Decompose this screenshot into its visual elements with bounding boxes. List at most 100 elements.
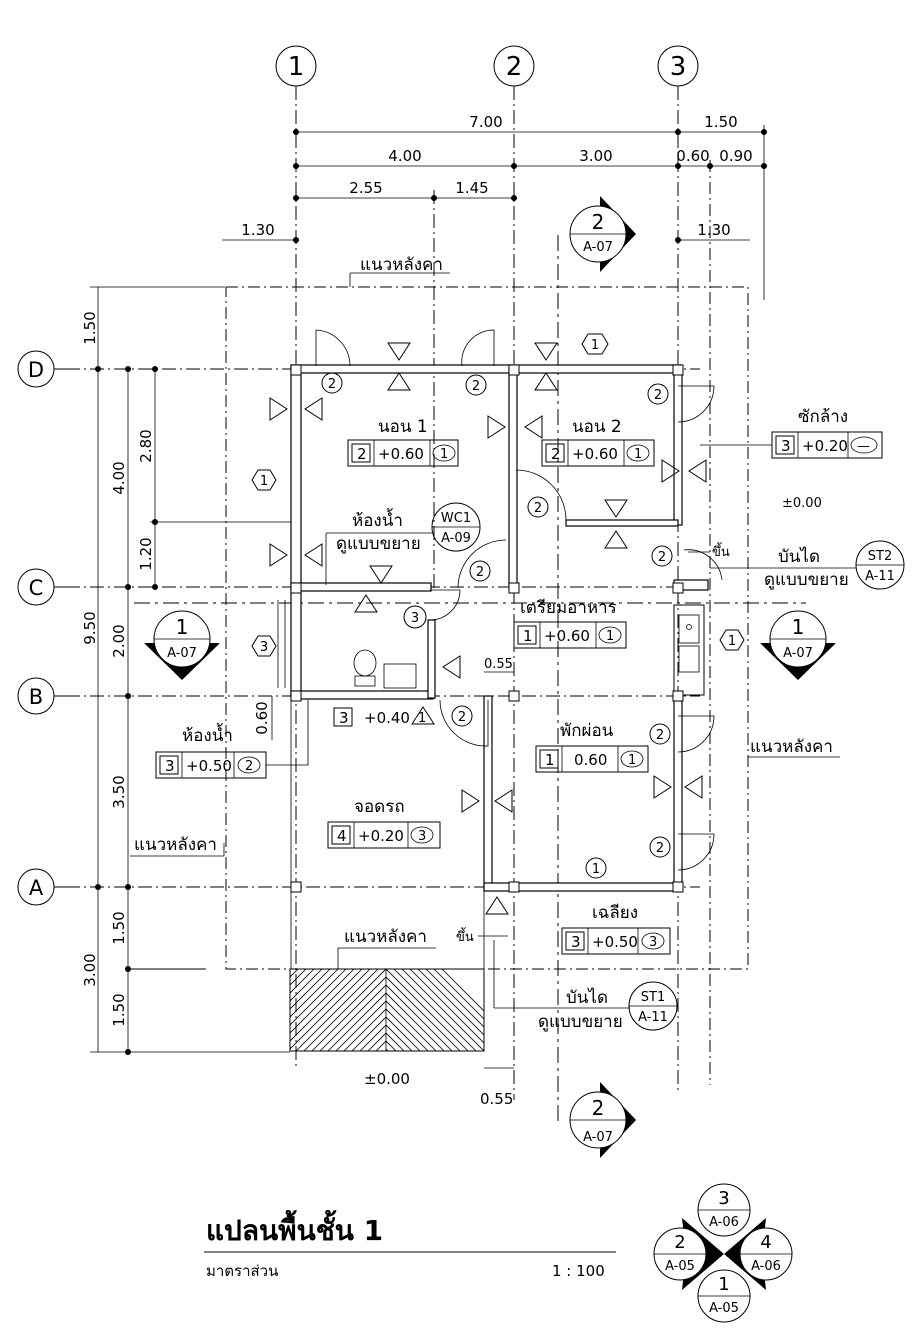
dim-side-3-00: 3.00 (81, 953, 99, 986)
grid-row-bubbles: D C B A (17, 350, 66, 906)
dim-top-total: 7.00 (469, 113, 502, 131)
scale-label: มาตราส่วน (206, 1262, 278, 1280)
dim-side-9-50: 9.50 (81, 611, 99, 644)
dim-side-4-00: 4.00 (110, 461, 128, 494)
door-swings (277, 329, 723, 871)
dim-side-3-50: 3.50 (110, 775, 128, 808)
dim-top-e: 2.55 (349, 179, 382, 197)
tag-kitchen-b: +0.60 (544, 627, 590, 645)
key-right-number: 4 (760, 1232, 771, 1253)
svg-text:1: 1 (592, 862, 600, 877)
key-left-number: 2 (674, 1232, 685, 1253)
roof-line-label-top: แนวหลังคา (360, 255, 443, 275)
room-bedroom-1-label: นอน 1 (378, 417, 428, 437)
dim-step-0-55-top: 0.55 (484, 657, 513, 672)
key-top-number: 3 (718, 1188, 729, 1209)
svg-text:1: 1 (728, 634, 736, 649)
grid-col-2: 2 (506, 52, 523, 82)
dim-left-overhang: 1.30 (241, 221, 274, 239)
dim-side-0-60: 0.60 (253, 701, 271, 734)
stair-top-detail: ดูแบบขยาย (764, 570, 849, 590)
svg-text:2: 2 (328, 377, 336, 392)
roof-eave-outline (128, 286, 749, 970)
room-bathroom-1-detail: ดูแบบขยาย (336, 534, 421, 554)
room-terrace-label: เฉลียง (592, 903, 638, 923)
tag-kitchen-c: 1 (606, 629, 614, 644)
dim-side-2-80: 2.80 (137, 429, 155, 462)
svg-text:3: 3 (260, 640, 268, 655)
tag-carport-c: 3 (418, 829, 426, 844)
room-carport-label: จอดรถ (354, 797, 405, 817)
ref-st2-top: ST2 (868, 549, 892, 564)
tag-bath2-b: +0.50 (186, 757, 232, 775)
tag-bath-floor-a: 3 (339, 709, 349, 727)
tag-bed2-b: +0.60 (572, 445, 618, 463)
roof-line-label-right: แนวหลังคา (750, 737, 833, 757)
grid-row-c: C (29, 576, 44, 600)
tag-terrace-c: 3 (649, 935, 657, 950)
title-block: แปลนพื้นชั้น 1 มาตราส่วน 1 : 100 (204, 1209, 616, 1280)
room-rest-label: พักผ่อน (560, 721, 614, 741)
dim-top-f: 1.45 (455, 179, 488, 197)
room-bathroom-2-label: ห้องน้ำ (182, 723, 233, 746)
dim-side-1-20: 1.20 (137, 537, 155, 570)
roof-line-label-bottom: แนวหลังคา (344, 927, 427, 947)
svg-text:2: 2 (458, 710, 466, 725)
key-bottom-number: 1 (718, 1274, 729, 1295)
svg-text:2: 2 (656, 841, 664, 856)
dim-side-2-00: 2.00 (110, 624, 128, 657)
room-bathroom-1-label: ห้องน้ำ (352, 508, 403, 531)
svg-text:2: 2 (656, 728, 664, 743)
dim-right-overhang: 1.30 (697, 221, 730, 239)
stair-bottom-up-label: ขึ้น (456, 927, 474, 945)
dim-side-1-50-bot: 1.50 (110, 993, 128, 1026)
room-laundry-label: ซักล้าง (798, 407, 848, 427)
tag-bath-floor-c: 1 (418, 711, 426, 726)
grid-row-d: D (28, 358, 44, 382)
dim-top-c: 0.60 (676, 147, 709, 165)
tag-rest-c: 1 (628, 753, 636, 768)
svg-text:2: 2 (534, 501, 542, 516)
walls (290, 364, 709, 969)
tag-carport-b: +0.20 (358, 827, 404, 845)
section-bottom-sheet: A-07 (583, 1130, 613, 1145)
svg-text:3: 3 (411, 611, 419, 626)
section-markers: 2 A-07 2 A-07 1 A-07 1 A-07 (144, 196, 836, 1158)
drawing-title: แปลนพื้นชั้น 1 (206, 1209, 383, 1247)
tag-bed1-b: +0.60 (378, 445, 424, 463)
stair-bottom-detail: ดูแบบขยาย (538, 1012, 623, 1032)
tag-bed1-a: 2 (357, 445, 367, 463)
tag-laundry-a: 3 (781, 437, 791, 455)
level-right-label: ±0.00 (782, 496, 822, 511)
svg-text:2: 2 (658, 550, 666, 565)
tag-bed2-a: 2 (551, 445, 561, 463)
section-top-sheet: A-07 (583, 240, 613, 255)
tag-terrace-b: +0.50 (592, 933, 638, 951)
grid-row-b: B (29, 685, 43, 709)
ref-wc1-bottom: A-09 (441, 531, 471, 546)
tag-laundry-b: +0.20 (802, 437, 848, 455)
elevation-key-plan: 3 A-06 2 A-05 4 A-06 1 A-05 (653, 1183, 793, 1323)
tag-terrace-a: 3 (571, 933, 581, 951)
stair-bottom-label: บันได (566, 987, 608, 1008)
tag-carport-a: 4 (337, 827, 347, 845)
ref-wc1-top: WC1 (441, 511, 471, 526)
grid-row-a: A (29, 876, 44, 900)
svg-text:2: 2 (654, 388, 662, 403)
tag-bath-floor-b: +0.40 (364, 709, 410, 727)
level-bottom-label: ±0.00 (364, 1070, 410, 1088)
key-bottom-sheet: A-05 (709, 1301, 739, 1316)
room-tags: 2 +0.60 1 2 +0.60 1 3 +0.20 — 1 +0.60 1 … (155, 431, 883, 955)
dim-top-ext: 1.50 (704, 113, 737, 131)
door-window-symbols: 1 3 1 1 2 2 2 2 2 2 3 2 2 2 1 (251, 333, 745, 915)
dim-side-1-50-mid: 1.50 (110, 911, 128, 944)
ref-st2-bottom: A-11 (865, 569, 895, 584)
detail-reference-bubbles: WC1 A-09 ST2 A-11 ST1 A-11 (431, 502, 905, 1031)
dim-side-1-50-top: 1.50 (81, 311, 99, 344)
carport-hatch (289, 968, 485, 1052)
left-dimensions: 1.50 4.00 2.80 1.20 9.50 2.00 0.60 3.50 … (81, 286, 296, 1055)
grid-col-3: 3 (670, 52, 687, 82)
tag-bed2-c: 1 (634, 447, 642, 462)
key-left-sheet: A-05 (665, 1259, 695, 1274)
dim-top-a: 4.00 (388, 147, 421, 165)
